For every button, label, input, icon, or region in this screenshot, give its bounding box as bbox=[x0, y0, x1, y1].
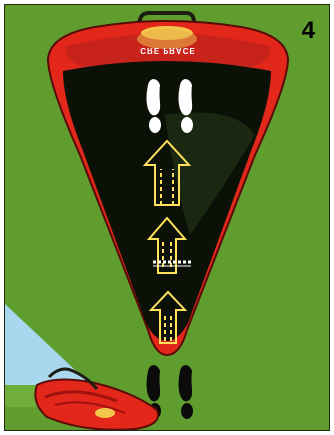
step-number: 4 bbox=[302, 19, 315, 43]
mat-illustration bbox=[5, 5, 330, 431]
mat-label: ƎƆAЯꟼ ƎЯƆ bbox=[5, 46, 329, 55]
illustration-panel: 4 ƎƆAЯꟼ ƎЯƆ bbox=[4, 4, 330, 431]
